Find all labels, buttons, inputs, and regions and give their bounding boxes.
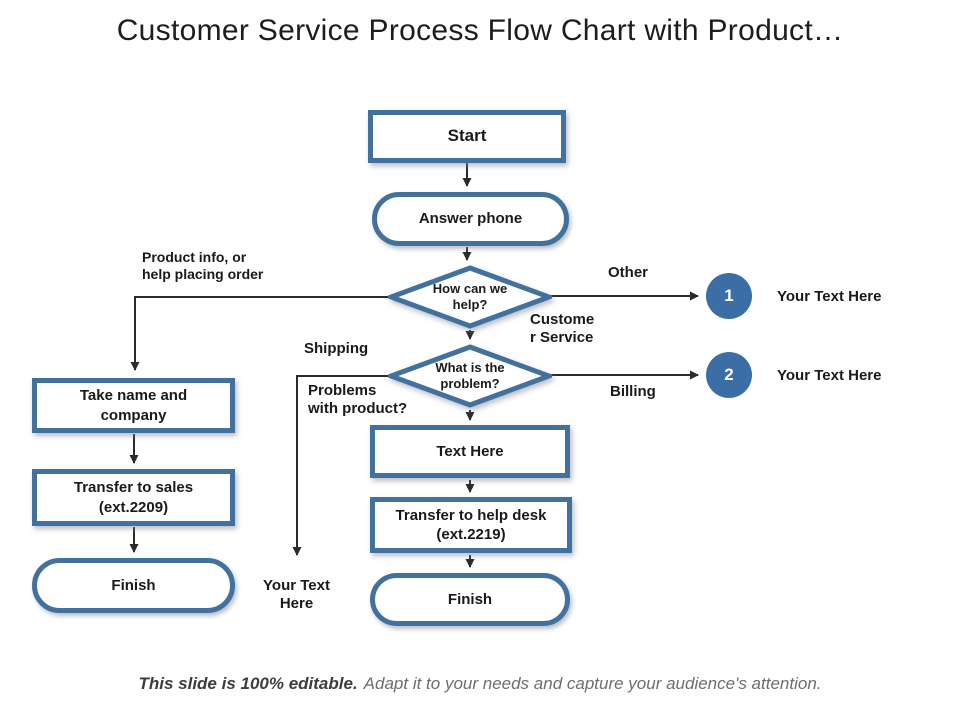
label-problems-with-product: Problems with product?: [308, 382, 408, 418]
node-start: Start: [368, 110, 566, 163]
callout-circle-1: 1: [706, 273, 752, 319]
node-decision-what-is-problem: What is the problem?: [388, 344, 552, 408]
callout-label-2: Your Text Here: [777, 367, 882, 384]
node-text-here: Text Here: [370, 425, 570, 478]
label-billing: Billing: [610, 383, 656, 400]
decision1-label: How can we help?: [432, 280, 508, 312]
label-product-info: Product info, or help placing order: [142, 249, 264, 283]
page-title: Customer Service Process Flow Chart with…: [116, 14, 844, 47]
diamond-shape: [388, 265, 552, 329]
footer-regular-text: Adapt it to your needs and capture your …: [363, 674, 822, 693]
decision2-label: What is the problem?: [435, 359, 505, 391]
label-your-text-bottom: Your Text Here: [263, 577, 330, 613]
node-transfer-help-desk: Transfer to help desk (ext.2219): [370, 497, 572, 553]
label-customer-service: Custome r Service: [530, 311, 595, 347]
callout-label-1: Your Text Here: [777, 288, 882, 305]
node-answer-phone: Answer phone: [372, 192, 569, 246]
label-shipping: Shipping: [304, 340, 369, 357]
node-finish-left: Finish: [32, 558, 235, 613]
footer-bold-text: This slide is 100% editable.: [138, 674, 358, 693]
node-decision-how-can-we-help: How can we help?: [388, 265, 552, 329]
node-finish-center: Finish: [370, 573, 570, 626]
arrow-decision1-to-takename: [130, 296, 389, 371]
footer-caption: This slide is 100% editable. Adapt it to …: [0, 674, 960, 694]
diamond-shape: [388, 344, 552, 408]
node-transfer-sales: Transfer to sales (ext.2209): [32, 469, 235, 526]
arrow-decision2-to-yourtext: [292, 375, 389, 556]
callout-circle-2: 2: [706, 352, 752, 398]
node-take-name: Take name and company: [32, 378, 235, 433]
label-other: Other: [608, 264, 649, 281]
